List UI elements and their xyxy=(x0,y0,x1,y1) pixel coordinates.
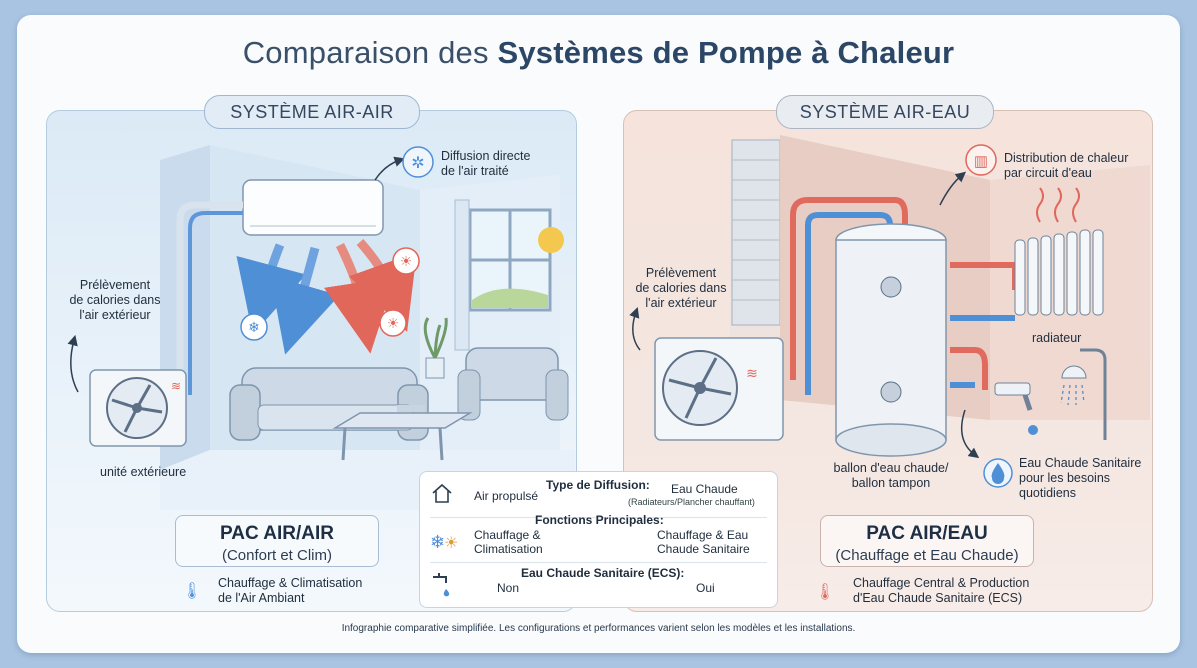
radiator-label: radiateur xyxy=(1032,331,1082,345)
row-fonctions-left: Chauffage &Climatisation xyxy=(474,528,543,556)
shower-head xyxy=(1060,348,1107,440)
sun-heat-icon-2 xyxy=(392,247,420,275)
svg-text:☀: ☀ xyxy=(400,253,413,269)
outdoor-unit-left: ≋ xyxy=(89,369,187,447)
brick-wall xyxy=(731,139,781,326)
svg-text:≋: ≋ xyxy=(171,379,181,393)
row-type-diffusion-left: Air propulsé xyxy=(474,489,539,503)
row-ecs-right: Oui xyxy=(696,581,715,595)
thermometer-icon: 🌡 xyxy=(182,582,202,600)
row-fonctions-header: Fonctions Principales: xyxy=(535,513,664,527)
indoor-ac-unit xyxy=(242,179,384,236)
row-ecs-header: Eau Chaude Sanitaire (ECS): xyxy=(521,566,685,580)
svg-text:▥: ▥ xyxy=(974,153,988,170)
radiator xyxy=(1014,187,1104,316)
house-icon xyxy=(432,483,452,503)
svg-text:❄: ❄ xyxy=(248,319,260,335)
faucet-icon xyxy=(433,573,450,597)
row-type-diffusion-note: (Radiateurs/Plancher chauffant) xyxy=(628,497,755,507)
sun-icon xyxy=(538,227,564,253)
svg-text:✲: ✲ xyxy=(411,155,424,172)
svg-text:❄: ❄ xyxy=(430,532,445,552)
hot-water-tank xyxy=(835,223,947,457)
row-type-diffusion-right: Eau Chaude xyxy=(671,482,738,496)
water-tap xyxy=(994,382,1038,435)
row-ecs-left: Non xyxy=(497,581,520,595)
sun-heat-icon xyxy=(379,309,407,337)
outdoor-unit-right: ≋ xyxy=(654,337,784,441)
comparison-table: Type de Diffusion: Air propulsé Eau Chau… xyxy=(419,471,778,608)
svg-text:☀: ☀ xyxy=(387,315,400,331)
thermometer-drop-icon: 🌡 xyxy=(815,583,835,601)
tank-label: ballon d'eau chaude/ballon tampon xyxy=(833,461,949,490)
pac-air-eau-box: PAC AIR/EAU (Chauffage et Eau Chaude) xyxy=(820,515,1034,567)
pac-air-air-box: PAC AIR/AIR (Confort et Clim) xyxy=(175,515,379,567)
row-type-diffusion-header: Type de Diffusion: xyxy=(546,478,650,492)
outdoor-unit-label: unité extérieure xyxy=(100,465,187,479)
air-air-system-pill: SYSTÈME AIR-AIR xyxy=(204,95,420,129)
air-eau-system-pill: SYSTÈME AIR-EAU xyxy=(776,95,994,129)
snowflake-icon xyxy=(240,313,268,341)
svg-text:☀: ☀ xyxy=(444,535,458,552)
svg-text:≋: ≋ xyxy=(746,365,758,381)
snowflake-sun-icon: ❄ ☀ xyxy=(430,532,458,552)
page-title: Comparaison des Systèmes de Pompe à Chal… xyxy=(242,35,955,70)
fan-icon xyxy=(402,146,434,178)
radiator-icon xyxy=(965,144,997,176)
footer-note: Infographie comparative simplifiée. Les … xyxy=(341,623,856,634)
